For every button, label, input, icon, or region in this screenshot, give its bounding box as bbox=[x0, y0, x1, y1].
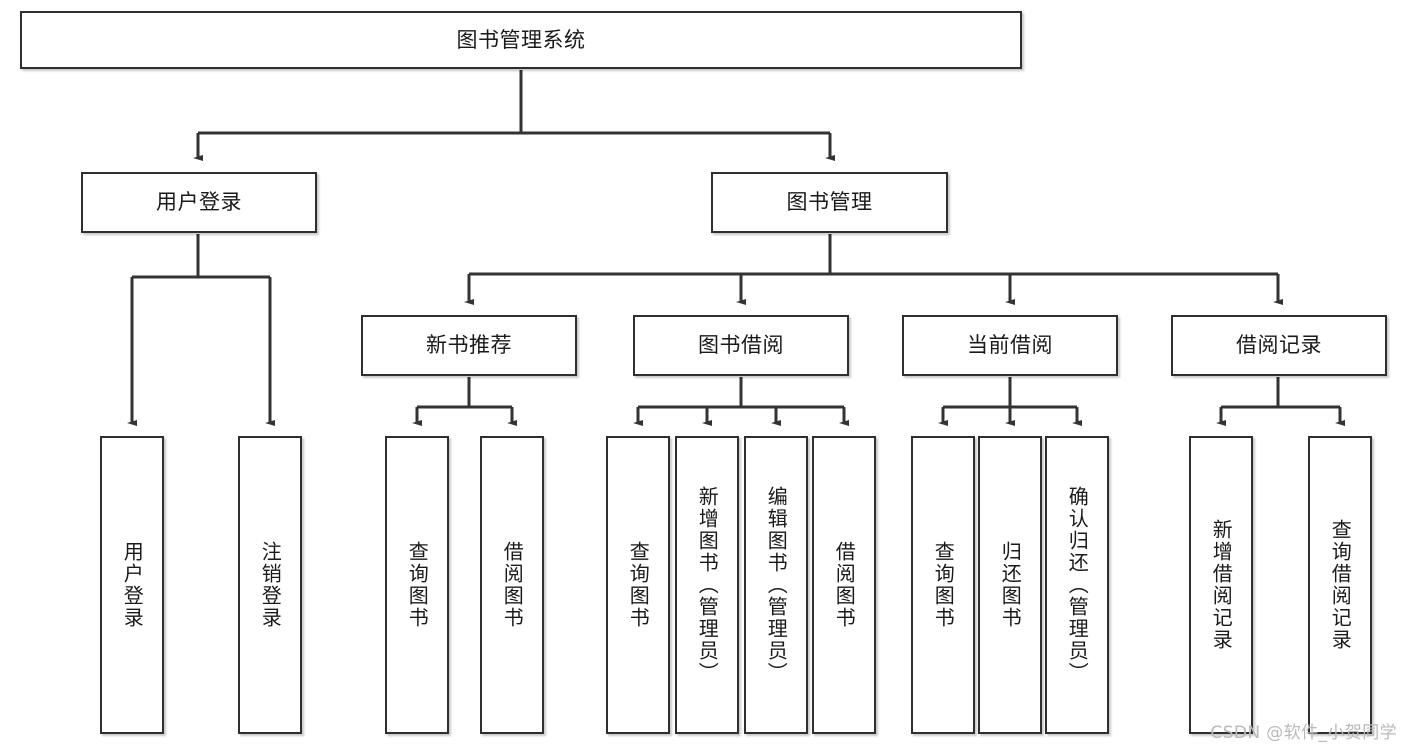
leaf-borrow-edit-label: 编辑图书（管理员） bbox=[764, 486, 789, 684]
leaf-login-logout-label: 注销登录 bbox=[258, 541, 283, 629]
node-borrow-records[interactable]: 借阅记录 bbox=[1171, 315, 1387, 376]
node-book-borrow[interactable]: 图书借阅 bbox=[633, 315, 849, 376]
leaf-current-query[interactable]: 查询图书 bbox=[911, 436, 975, 734]
node-root[interactable]: 图书管理系统 bbox=[20, 11, 1022, 69]
node-current-borrow-label: 当前借阅 bbox=[967, 333, 1053, 358]
node-book-borrow-label: 图书借阅 bbox=[698, 333, 784, 358]
node-new-book-recommend-label: 新书推荐 bbox=[426, 333, 512, 358]
leaf-borrow-query-label: 查询图书 bbox=[626, 541, 651, 629]
leaf-records-query[interactable]: 查询借阅记录 bbox=[1308, 436, 1372, 734]
leaf-borrow-query[interactable]: 查询图书 bbox=[606, 436, 670, 734]
leaf-borrow-add[interactable]: 新增图书（管理员） bbox=[675, 436, 739, 734]
leaf-login-user-label: 用户登录 bbox=[120, 541, 145, 629]
watermark: CSDN @软件_小贺同学 bbox=[1210, 723, 1397, 743]
leaf-newbook-query-label: 查询图书 bbox=[405, 541, 430, 629]
node-current-borrow[interactable]: 当前借阅 bbox=[902, 315, 1118, 376]
leaf-current-return[interactable]: 归还图书 bbox=[978, 436, 1042, 734]
leaf-newbook-query[interactable]: 查询图书 bbox=[385, 436, 449, 734]
leaf-login-user[interactable]: 用户登录 bbox=[100, 436, 164, 734]
leaf-current-confirm-label: 确认归还（管理员） bbox=[1065, 486, 1090, 684]
node-new-book-recommend[interactable]: 新书推荐 bbox=[361, 315, 577, 376]
node-borrow-records-label: 借阅记录 bbox=[1236, 333, 1322, 358]
node-book-management[interactable]: 图书管理 bbox=[711, 172, 948, 233]
leaf-newbook-borrow-label: 借阅图书 bbox=[500, 541, 525, 629]
node-book-management-label: 图书管理 bbox=[786, 190, 873, 215]
leaf-records-add-label: 新增借阅记录 bbox=[1209, 519, 1234, 651]
leaf-records-query-label: 查询借阅记录 bbox=[1328, 519, 1353, 651]
leaf-newbook-borrow[interactable]: 借阅图书 bbox=[480, 436, 544, 734]
node-user-login[interactable]: 用户登录 bbox=[81, 172, 317, 233]
leaf-borrow-edit[interactable]: 编辑图书（管理员） bbox=[744, 436, 808, 734]
node-user-login-label: 用户登录 bbox=[156, 190, 242, 215]
node-root-label: 图书管理系统 bbox=[456, 27, 586, 52]
leaf-borrow-add-label: 新增图书（管理员） bbox=[695, 486, 720, 684]
leaf-login-logout[interactable]: 注销登录 bbox=[238, 436, 302, 734]
leaf-current-confirm[interactable]: 确认归还（管理员） bbox=[1045, 436, 1109, 734]
leaf-current-return-label: 归还图书 bbox=[998, 541, 1023, 629]
leaf-records-add[interactable]: 新增借阅记录 bbox=[1189, 436, 1253, 734]
leaf-borrow-lend[interactable]: 借阅图书 bbox=[812, 436, 876, 734]
leaf-borrow-lend-label: 借阅图书 bbox=[832, 541, 857, 629]
leaf-current-query-label: 查询图书 bbox=[931, 541, 956, 629]
